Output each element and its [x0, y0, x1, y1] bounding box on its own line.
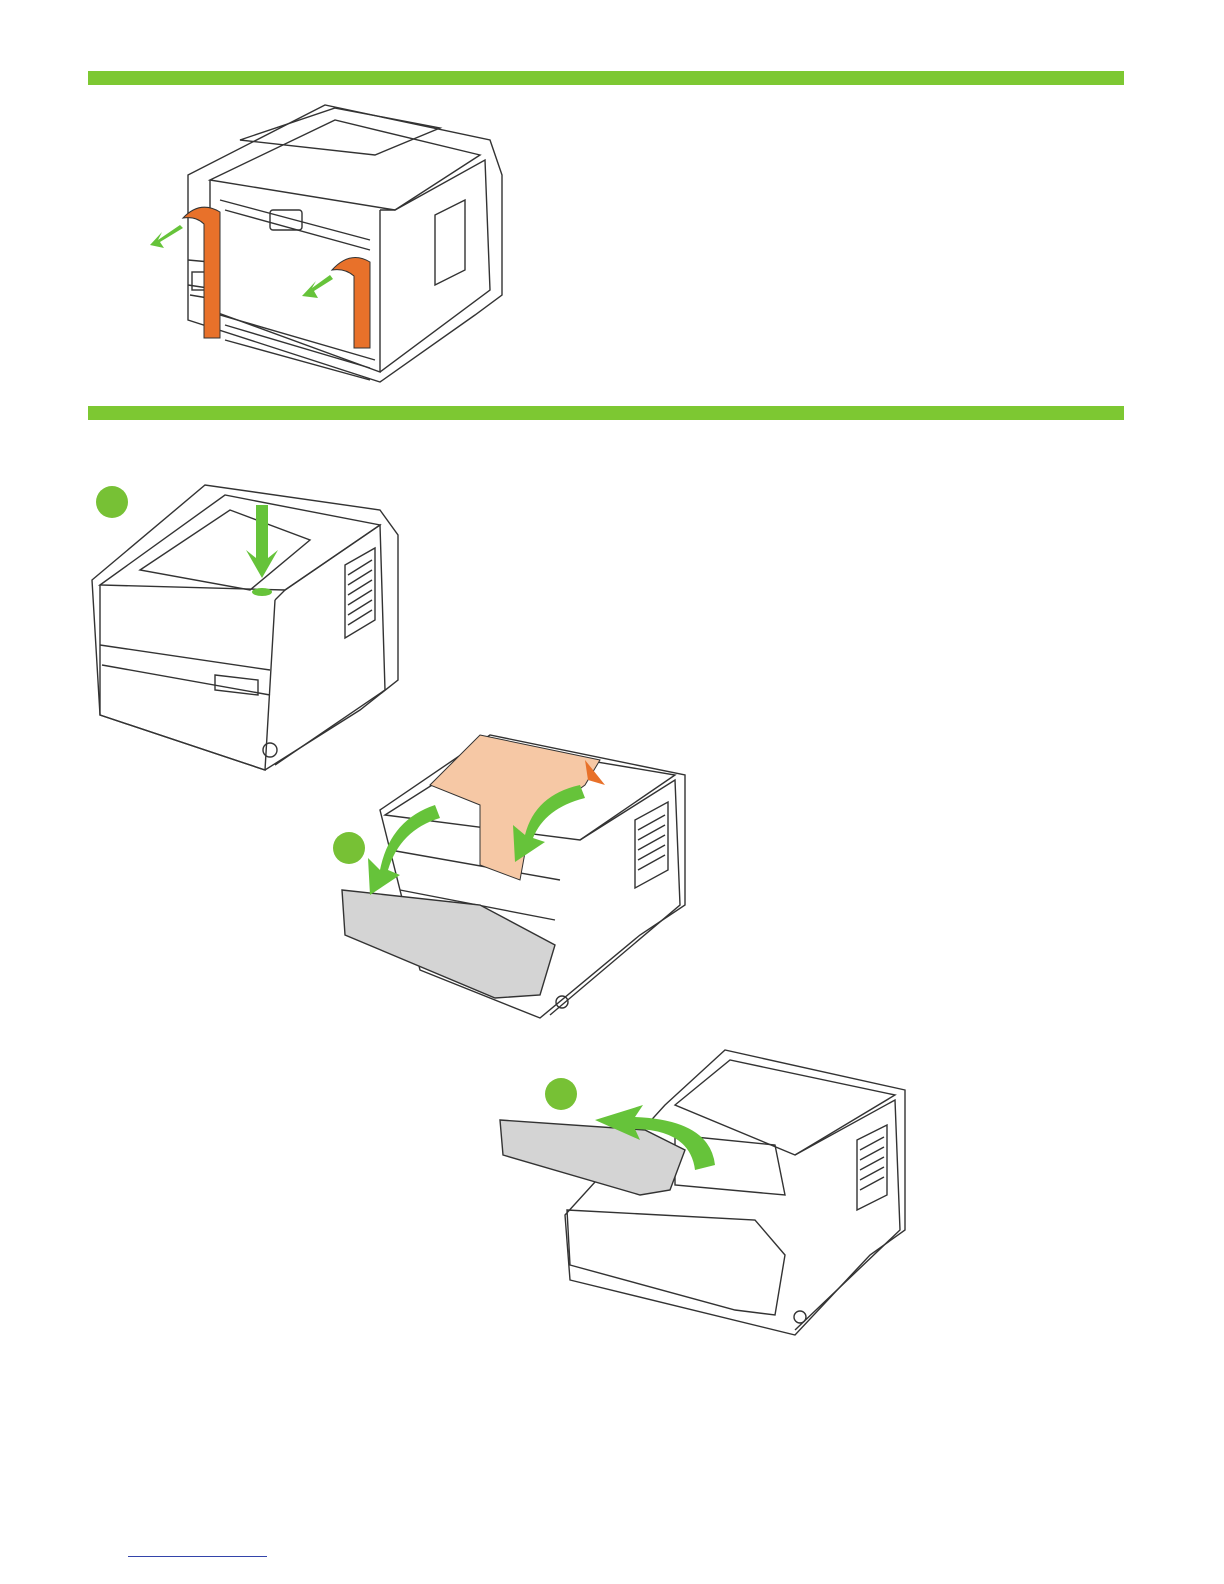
- printer-rear-illustration: [140, 100, 510, 390]
- green-arrow-icon: [150, 225, 183, 248]
- footer-link-underline: [128, 1556, 267, 1557]
- section-divider-2: [88, 406, 1124, 420]
- door-release-button: [252, 588, 272, 596]
- printer-close-door-illustration: [495, 1045, 915, 1340]
- section-divider-1: [88, 71, 1124, 85]
- printer-door-open-illustration: [330, 730, 700, 1025]
